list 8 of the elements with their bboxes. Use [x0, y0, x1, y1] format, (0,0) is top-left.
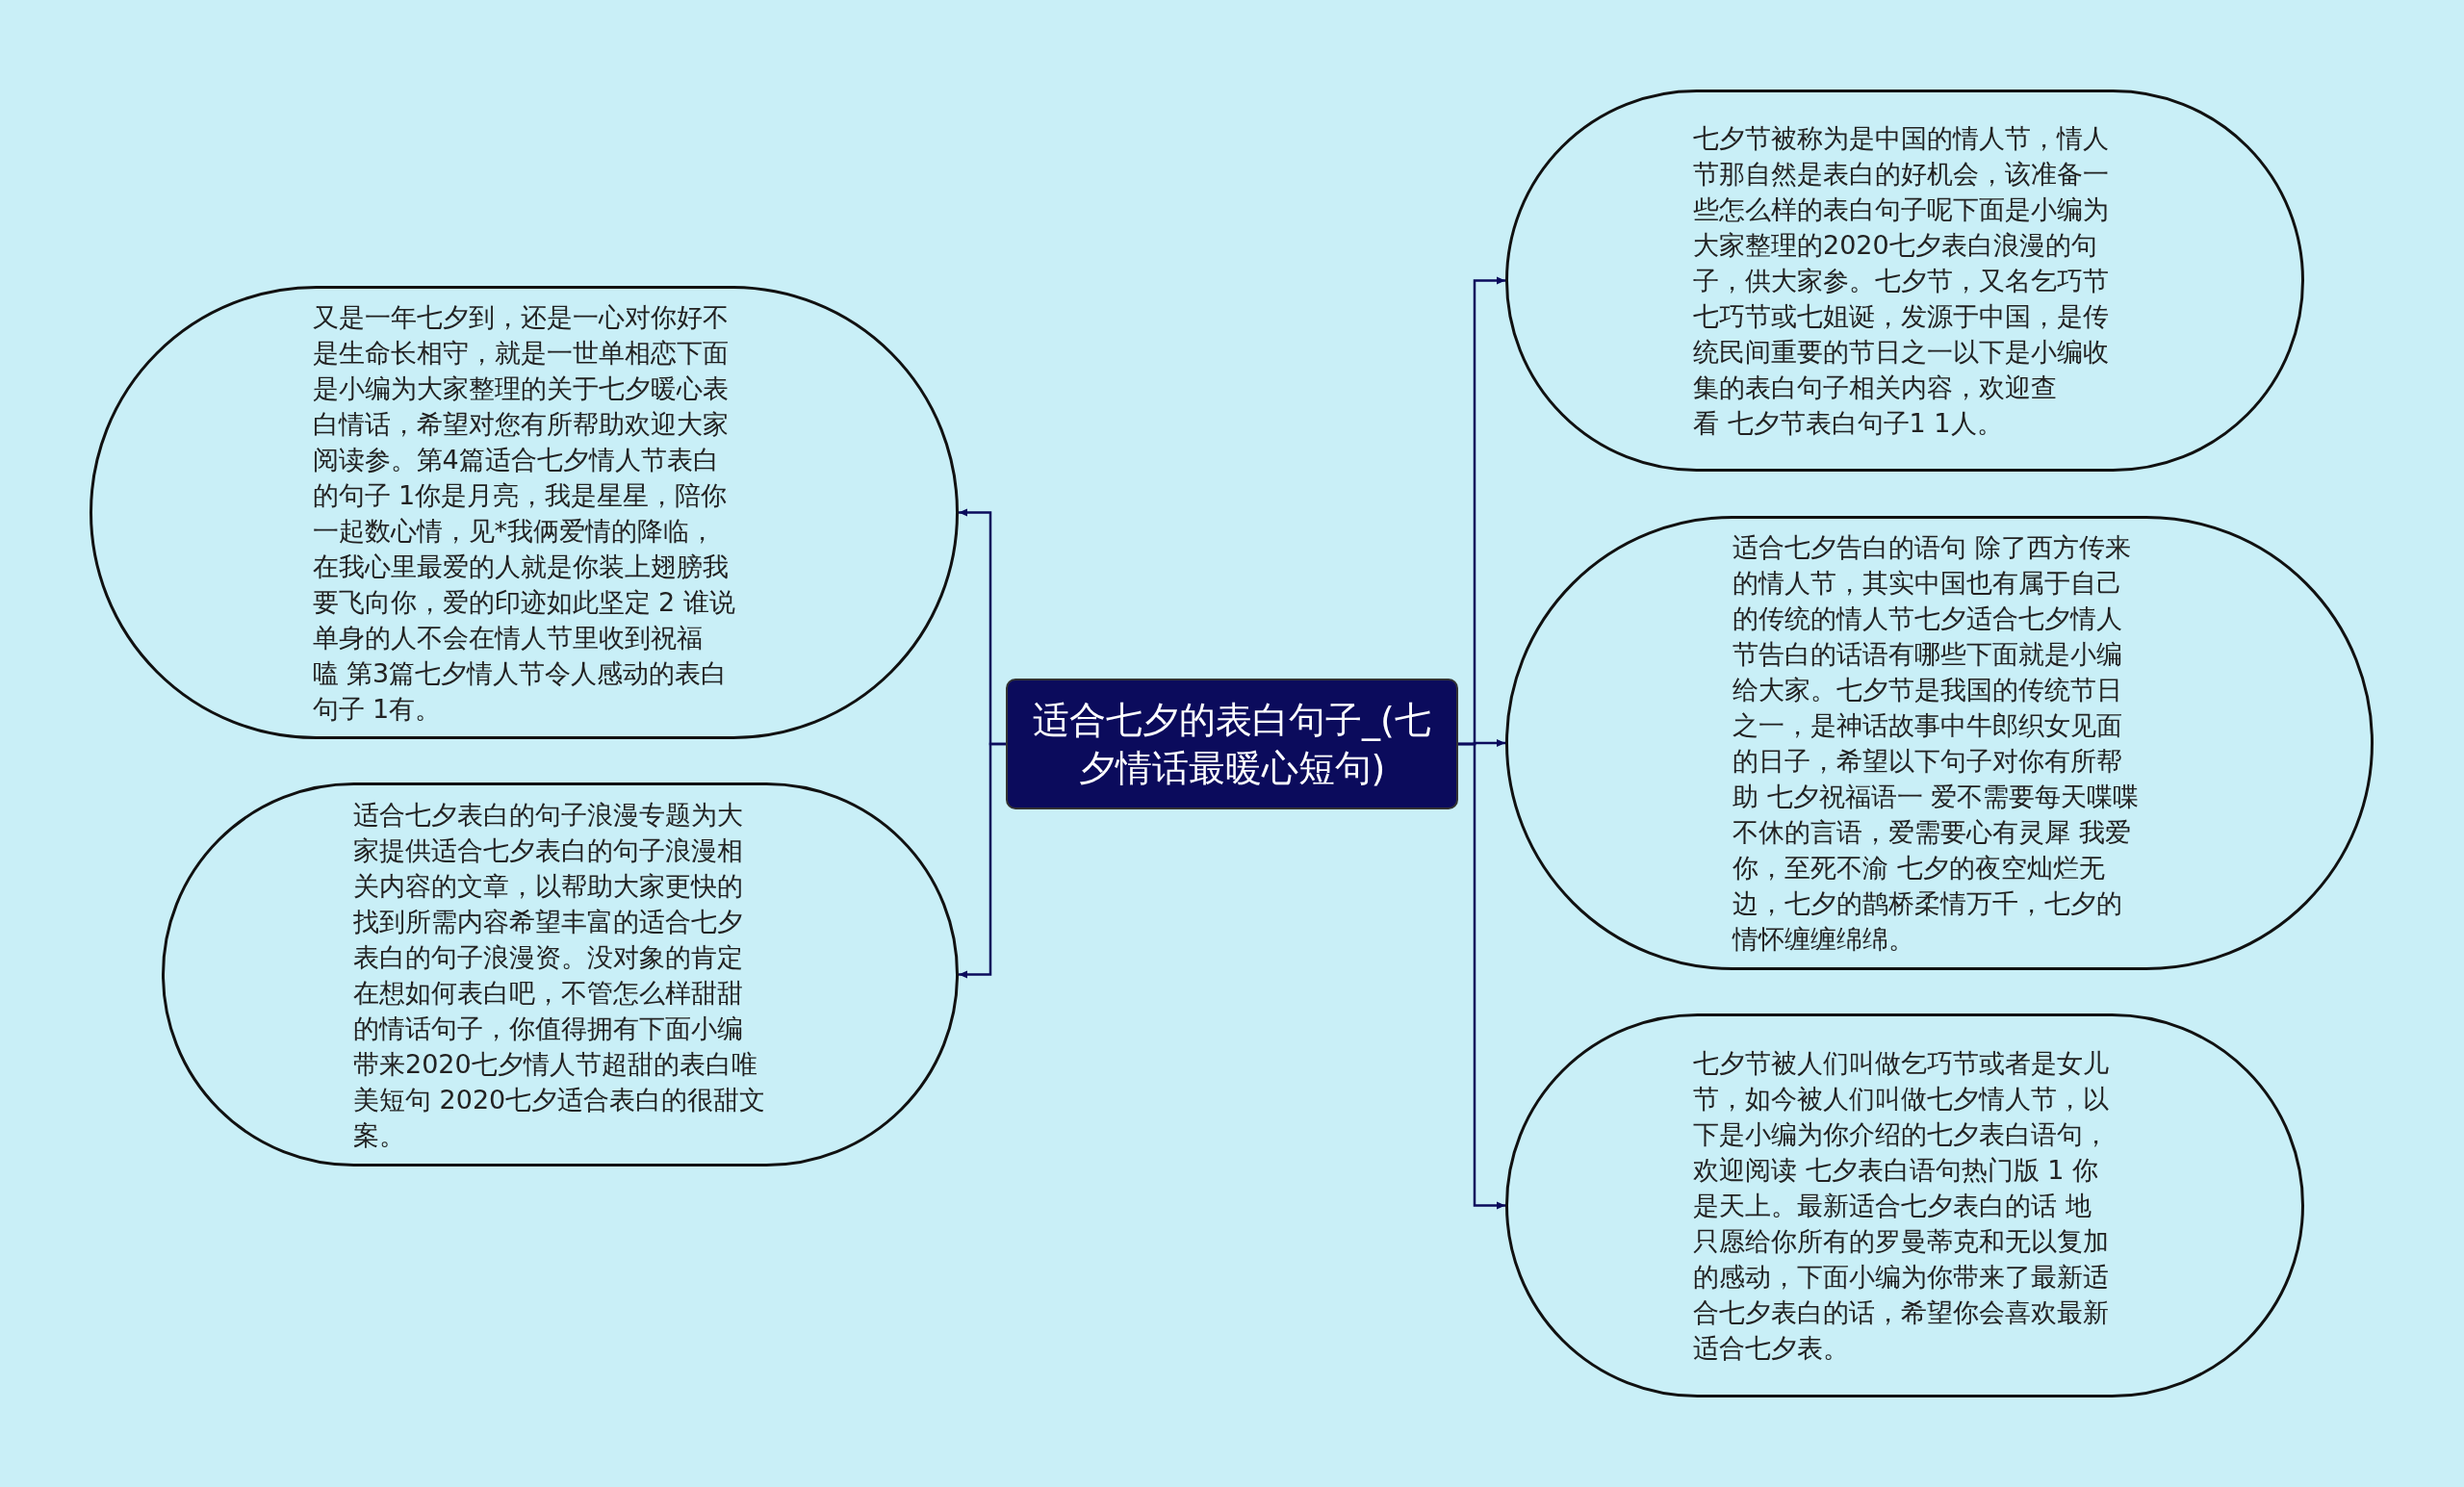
- topic-box: [1006, 679, 1458, 809]
- bubble-text: 适合七夕告白的语句 除了西方传来的情人节，其实中国也有属于自己的传统的情人节七夕适合七夕情人节告白的话语有哪些下面就是小编给大家。七夕节是我国的传统节日之一，是神话故事中牛郎织女见面的日子，希望以下句子对你有所帮助 七夕祝福语一 爱不需要每天喋喋不休的言语，爱需要心有灵犀 我爱你，至死不渝 七夕的夜空灿烂无边，七夕的鹊桥柔情万千，七夕的情怀缠缠绵绵。: [1732, 531, 2141, 956]
- bubble-text: 七夕节被人们叫做乞巧节或者是女儿节，如今被人们叫做七夕情人节，以下是小编为你介绍的七夕表白语句，欢迎阅读 七夕表白语句热门版 1 你是天上。最新适合七夕表白的话 地只愿给你所有的罗曼蒂克和无以复加的感动，下面小编为你带来了最新适合七夕表白的话，希望你会喜欢最新适合七夕表。: [1693, 1047, 2110, 1365]
- bubble-text: 七夕节被称为是中国的情人节，情人节那自然是表白的好机会，该准备一些怎么样的表白句子呢下面是小编为大家整理的2020七夕表白浪漫的句子，供大家参。七夕节，又名乞巧节七巧节或七姐诞，发源于中国，是传统民间重要的节日之一以下是小编收集的表白句子相关内容，欢迎查看 七夕节表白句子1 1人。: [1693, 122, 2110, 440]
- bubble-text: 适合七夕表白的句子浪漫专题为大家提供适合七夕表白的句子浪漫相关内容的文章，以帮助大家更快的找到所需内容希望丰富的适合七夕表白的句子浪漫资。没对象的肯定在想如何表白吧，不管怎么样甜甜的情话句子，你值得拥有下面小编带来2020七夕情人节超甜的表白唯美短句 2020七夕适合表白的很甜文案。: [353, 798, 767, 1152]
- connector-arrow: [959, 742, 1006, 979]
- topic-title: 适合七夕的表白句子_(七夕情话最暖心短句): [1032, 698, 1432, 791]
- bubble-text: 又是一年七夕到，还是一心对你好不是生命长相守，就是一世单相恋下面是小编为大家整理的关于七夕暖心表白情话，希望对您有所帮助欢迎大家阅读参。第4篇适合七夕情人节表白的句子 1你是月亮，我是星星，陪你一起数心情，见*我俩爱情的降临，在我心里最爱的人就是你装上翅膀我要飞向你，爱的印迹如此坚定 2 谁说单身的人不会在情人节里收到祝福嗑 第3篇七夕情人节令人感动的表白句子 1有。: [312, 300, 736, 726]
